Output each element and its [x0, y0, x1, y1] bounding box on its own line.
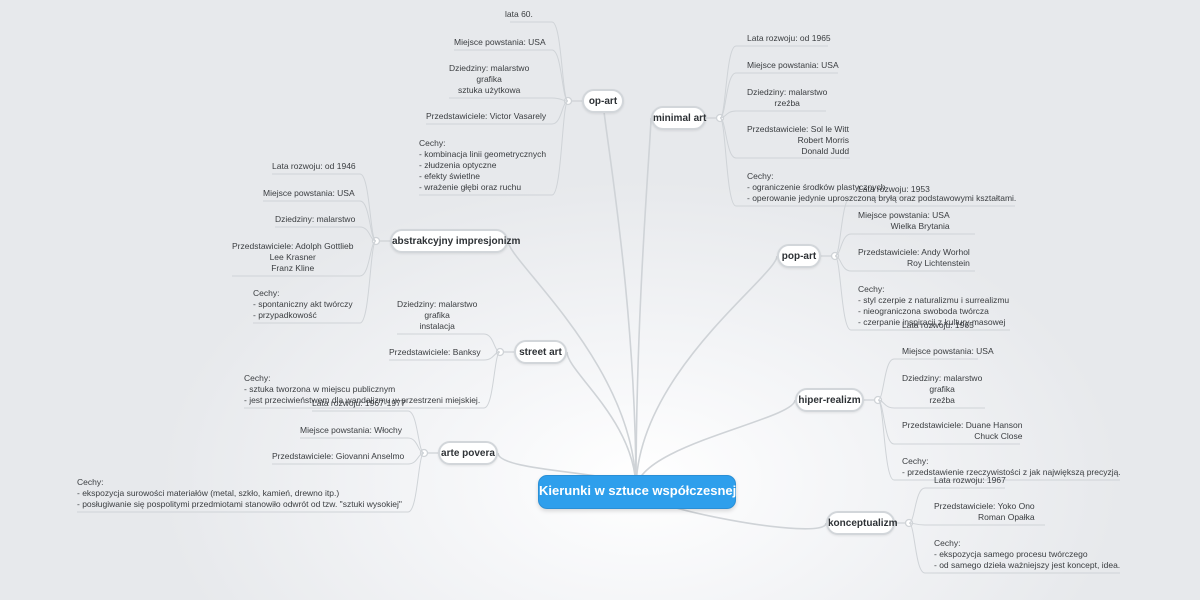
connector-arte-leaf-2	[272, 452, 425, 465]
connector-street-leaf-1	[389, 351, 501, 361]
node-konceptualizm[interactable]: konceptualizm	[826, 511, 897, 535]
leaf-abstr-przedstawiciele: Przedstawiciele: Adolph Gottlieb Lee Kra…	[232, 241, 354, 273]
leaf-minimal-dziedziny: Dziedziny: malarstwo rzeźba	[747, 87, 828, 108]
connector-op-art-leaf-3	[426, 100, 569, 125]
connector-pop-leaf-3	[834, 255, 1010, 331]
connector-minimal-leaf-2	[719, 110, 826, 119]
connector-root-hiper	[635, 399, 796, 491]
connector-root-pop	[635, 255, 778, 491]
node-pop-art[interactable]: pop-art	[777, 244, 821, 268]
connector-abstr-leaf-2	[275, 226, 377, 242]
leaf-hiper-miejsce: Miejsce powstania: USA	[902, 346, 994, 356]
connector-arte-leaf-3	[77, 452, 425, 513]
connector-arte-leaf-0	[312, 410, 425, 454]
leaf-arte-lata: Lata rozwoju: 1967-1977	[312, 398, 406, 408]
connector-koncept-leaf-1	[908, 522, 1045, 526]
leaf-koncept-lata: Lata rozwoju: 1967	[934, 475, 1006, 485]
connector-op-art-leaf-1	[454, 49, 569, 102]
leaf-abstr-lata: Lata rozwoju: od 1946	[272, 161, 356, 171]
leaf-op-art-miejsce: Miejsce powstania: USA	[454, 37, 546, 47]
node-hiper-realizm[interactable]: hiper-realizm	[795, 388, 864, 412]
leaf-pop-przedstawiciele: Przedstawiciele: Andy Worhol Roy Lichten…	[858, 247, 970, 268]
connector-koncept-leaf-2	[908, 522, 1120, 574]
connector-hiper-leaf-1	[877, 399, 985, 409]
connector-hiper-leaf-0	[877, 358, 978, 401]
leaf-minimal-przedstawiciele: Przedstawiciele: Sol le Witt Robert Morr…	[747, 124, 850, 156]
connector-pop-leaf-2	[834, 255, 975, 272]
node-minimal-art[interactable]: minimal art	[651, 106, 706, 130]
leaf-arte-cechy: Cechy: - ekspozycja surowości materiałów…	[77, 477, 402, 509]
connector-street-leaf-0	[397, 333, 501, 353]
connector-abstr-leaf-1	[263, 200, 377, 242]
leaf-minimal-lata: Lata rozwoju: od 1965	[747, 33, 831, 43]
connector-pop-leaf-1	[834, 233, 975, 257]
connector-minimal-leaf-1	[719, 72, 838, 119]
leaf-minimal-cechy: Cechy: - ograniczenie środków plastyczny…	[747, 171, 1017, 203]
leaf-arte-przedstawiciele: Przedstawiciele: Giovanni Anselmo	[272, 451, 405, 461]
leaf-abstr-miejsce: Miejsce powstania: USA	[263, 188, 355, 198]
leaf-koncept-przedstawiciele: Przedstawiciele: Yoko Ono Roman Opałka	[934, 501, 1035, 522]
connector-abstr-leaf-4	[253, 240, 377, 324]
leaf-op-art-przedstawiciele: Przedstawiciele: Victor Vasarely	[426, 111, 547, 121]
connector-root-street	[566, 351, 637, 491]
leaf-op-art-cechy: Cechy: - kombinacja linii geometrycznych…	[419, 138, 547, 192]
leaf-hiper-cechy: Cechy: - przedstawienie rzeczywistości z…	[902, 456, 1121, 477]
connector-root-minimal	[635, 117, 652, 491]
connector-root-abstr	[507, 240, 637, 491]
node-street-art[interactable]: street art	[514, 340, 567, 364]
connector-minimal-leaf-4	[719, 117, 1015, 207]
leaf-abstr-dziedziny: Dziedziny: malarstwo	[275, 214, 356, 224]
connector-hiper-leaf-3	[877, 399, 1120, 481]
leaf-pop-miejsce: Miejsce powstania: USA Wielka Brytania	[858, 210, 950, 231]
leaf-hiper-przedstawiciele: Przedstawiciele: Duane Hanson Chuck Clos…	[902, 420, 1023, 441]
leaf-pop-lata: Lata rozwoju: 1953	[858, 184, 930, 194]
connector-koncept-leaf-0	[908, 487, 1005, 524]
leaf-hiper-lata: Lata rozwoju: 1965	[902, 320, 974, 330]
leaf-op-art-dziedziny: Dziedziny: malarstwo grafika sztuka użyt…	[449, 63, 530, 95]
leaf-arte-miejsce: Miejsce powstania: Włochy	[300, 425, 403, 435]
connector-street-leaf-2	[244, 351, 501, 409]
connector-op-art-leaf-4	[419, 100, 569, 196]
leaf-op-art-lata: lata 60.	[505, 9, 533, 19]
leaf-pop-cechy: Cechy: - styl czerpie z naturalizmu i su…	[858, 284, 1010, 327]
leaf-hiper-dziedziny: Dziedziny: malarstwo grafika rzeźba	[902, 373, 983, 405]
node-abstrakcyjny-impresjonizm[interactable]: abstrakcyjny impresjonizm	[390, 229, 520, 253]
leaf-minimal-miejsce: Miejsce powstania: USA	[747, 60, 839, 70]
leaf-street-przedstawiciele: Przedstawiciele: Banksy	[389, 347, 481, 357]
node-arte-povera[interactable]: arte povera	[438, 441, 498, 465]
leaf-abstr-cechy: Cechy: - spontaniczny akt twórczy - przy…	[253, 288, 353, 320]
leaf-koncept-cechy: Cechy: - ekspozycja samego procesu twórc…	[934, 538, 1121, 570]
central-topic[interactable]: Kierunki w sztuce współczesnej	[538, 475, 736, 509]
connector-pop-leaf-0	[834, 196, 928, 257]
node-op-art[interactable]: op-art	[582, 89, 624, 113]
connector-arte-leaf-1	[300, 437, 425, 454]
connector-abstr-leaf-0	[272, 173, 377, 242]
connector-op-art-leaf-2	[449, 97, 569, 102]
connector-root-op-art	[602, 100, 637, 491]
leaf-street-dziedziny: Dziedziny: malarstwo grafika instalacja	[397, 299, 478, 331]
leaf-street-cechy: Cechy: - sztuka tworzona w miejscu publi…	[244, 373, 481, 405]
